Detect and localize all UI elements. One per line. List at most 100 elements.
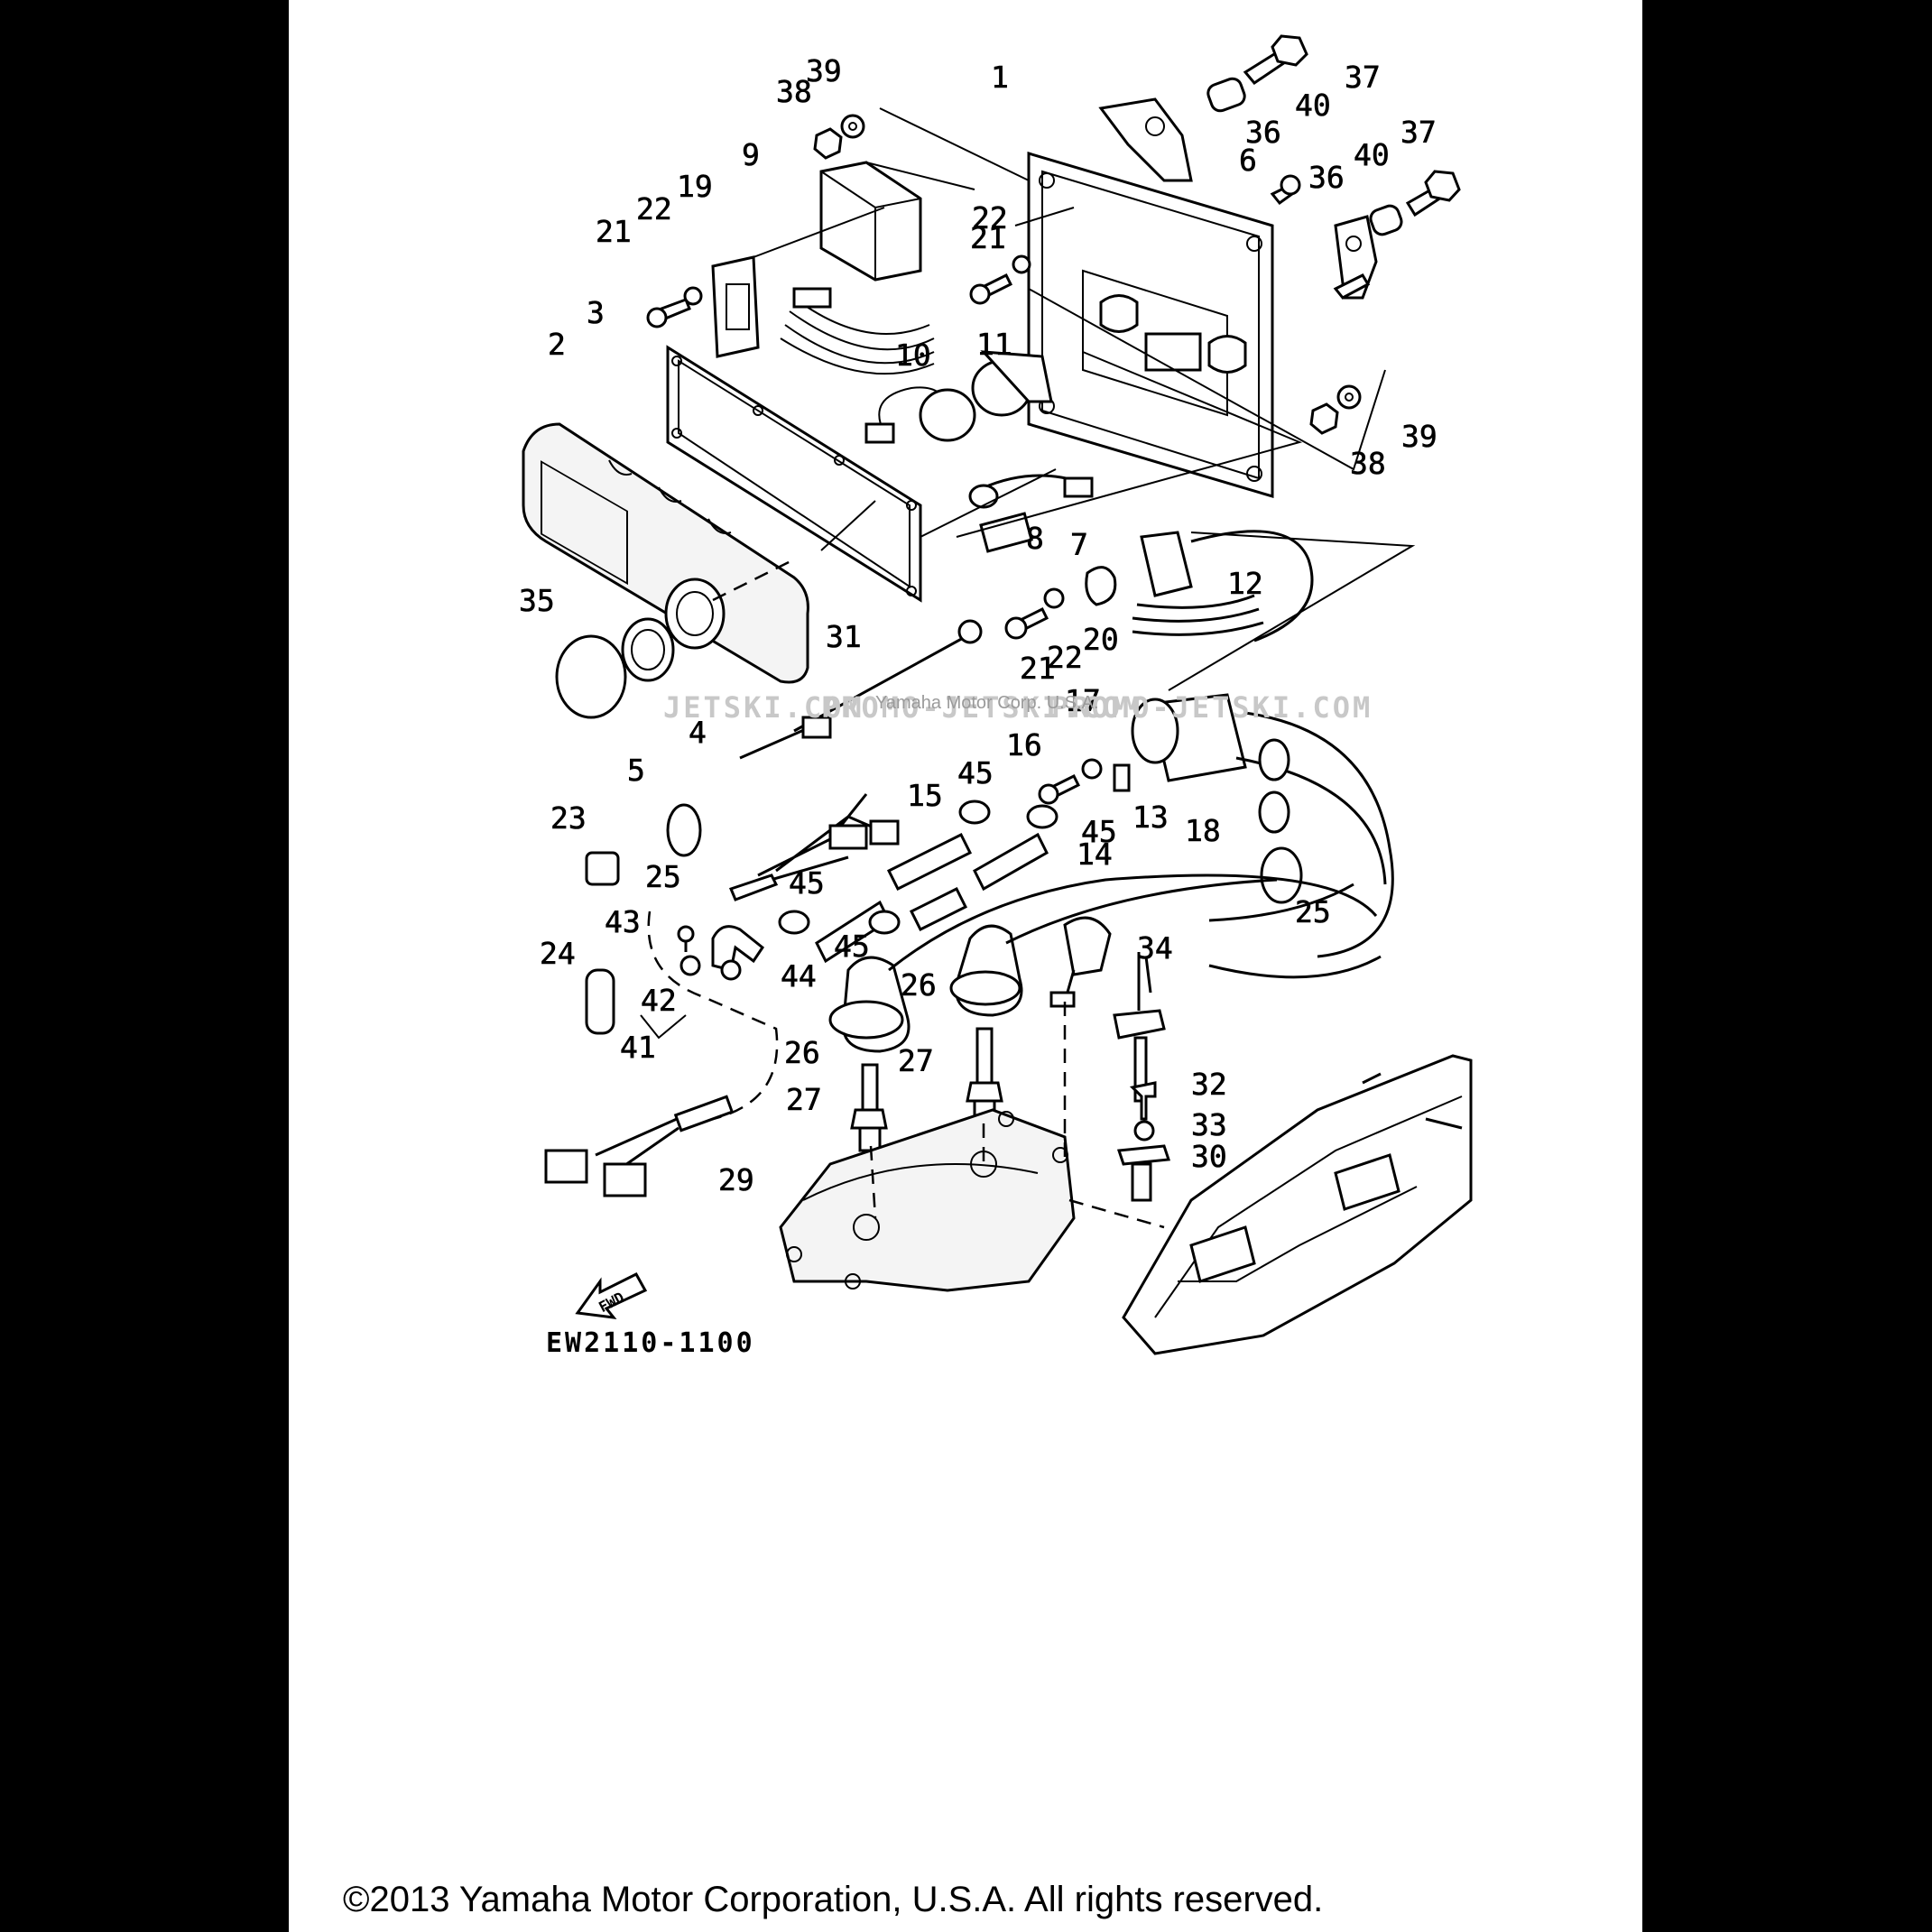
callout: 14: [1077, 837, 1113, 872]
watermark-left: JETSKI.COM: [663, 690, 864, 725]
clip-43: [677, 925, 695, 952]
callout: 5: [627, 753, 645, 788]
battery-unit: [1131, 693, 1394, 958]
callout: 31: [826, 619, 862, 654]
callout: 13: [1132, 800, 1169, 835]
clamp-45-d: [868, 910, 901, 935]
clamp-20: [1085, 566, 1117, 606]
fwd-arrow: FWD: [575, 1272, 648, 1319]
callout: 2: [548, 327, 566, 362]
tube-15: [886, 832, 973, 892]
grommet-18-upper: [1258, 738, 1290, 781]
collar-40-upper: [1206, 77, 1246, 113]
washer-33: [1133, 1120, 1155, 1142]
callout: 40: [1295, 88, 1331, 123]
callout: 38: [776, 74, 812, 109]
callout: 39: [1401, 419, 1437, 454]
clamp-45-b: [1026, 804, 1058, 829]
callout: 24: [540, 936, 576, 971]
coil-10: [864, 386, 976, 444]
callout: 21: [1020, 651, 1056, 686]
callout: 6: [1239, 143, 1257, 178]
screw-6: [1270, 174, 1301, 206]
washer-39-upper: [840, 114, 865, 139]
washer-22-lower: [1043, 587, 1065, 609]
nut-38-upper: [813, 127, 843, 160]
callout: 9: [742, 137, 760, 172]
bolt-37-right: [1405, 170, 1461, 217]
callout: 37: [1400, 115, 1437, 150]
seal: [621, 617, 675, 682]
electrical-box-housing: [1027, 151, 1274, 499]
plug-cap-26-left: [828, 956, 911, 1053]
screw-21-upper-left: [646, 298, 691, 328]
callout: 41: [620, 1030, 656, 1065]
screw-bracket-lower: [1333, 273, 1371, 300]
clamp-25-left: [666, 803, 702, 857]
nut-38-lower: [1309, 402, 1339, 435]
screw-16: [1038, 773, 1081, 805]
grommet-42b: [720, 959, 742, 981]
callout: 43: [605, 904, 641, 939]
callout: 40: [1354, 137, 1390, 172]
wire-harness: [728, 793, 900, 901]
callout: 3: [587, 295, 605, 330]
callout: 38: [1350, 446, 1386, 481]
watermark-center: PROMO-JETSKI.COM: [821, 690, 1142, 725]
callout: 45: [957, 755, 994, 790]
sensor-34: [1049, 916, 1112, 1008]
callout: 15: [907, 778, 943, 813]
callout: 45: [1081, 814, 1117, 849]
callout: 18: [1185, 813, 1221, 848]
bracket-44: [711, 925, 765, 972]
collar-40-right: [1369, 204, 1403, 236]
clamp-45-c: [778, 910, 810, 935]
starter-relay: [1132, 530, 1314, 642]
callout: 44: [781, 958, 817, 994]
grommet-42: [679, 955, 701, 976]
watermark: JETSKI.COM PROMO-JETSKI.COM PROMO-JETSKI…: [663, 690, 1370, 725]
clip-23: [585, 851, 620, 886]
callout: 22: [972, 200, 1008, 236]
callout: 8: [1026, 521, 1044, 556]
clamp-45-a: [958, 800, 991, 825]
drawing-code: EW2110-1100: [546, 1327, 755, 1359]
callout: 45: [834, 929, 870, 964]
callout: 4: [689, 715, 707, 750]
callout: 27: [898, 1043, 934, 1078]
callout: 7: [1070, 527, 1088, 562]
callout: 34: [1137, 930, 1173, 966]
cylinder-head: [779, 1108, 1076, 1292]
callout: 36: [1308, 160, 1345, 195]
callout: 26: [901, 967, 937, 1003]
callout: 32: [1191, 1067, 1227, 1102]
washer-22-upper-mid: [1012, 254, 1031, 274]
sender-30: [1116, 1144, 1171, 1202]
copyright-notice: ©2013 Yamaha Motor Corporation, U.S.A. A…: [343, 1880, 1324, 1919]
bolt-37-upper: [1243, 34, 1308, 86]
watermark-overlay: Yamaha Motor Corp. U.S.A.: [875, 693, 1099, 713]
bracket-19: [711, 255, 760, 358]
callout: 1: [991, 60, 1009, 95]
callout: 16: [1006, 727, 1042, 763]
callout: 25: [645, 859, 681, 894]
gasket: [666, 345, 922, 603]
parts-diagram: FWD 1 2 3 4 5 6 7 8 9 10 11 12 13: [519, 34, 1473, 1359]
callout: 21: [596, 214, 632, 249]
bracket-8: [979, 512, 1033, 553]
leader-lines: [640, 107, 1416, 1229]
callout: 22: [1047, 640, 1083, 675]
spark-plug-27-right: [966, 1027, 1003, 1125]
callout: 36: [1245, 115, 1281, 150]
callout: 21: [970, 220, 1006, 255]
callout: 30: [1191, 1139, 1227, 1174]
spark-plug-27-left: [850, 1063, 888, 1152]
callout: 39: [806, 53, 842, 88]
washer-22-upper-left: [683, 286, 703, 306]
callout: 17: [1065, 683, 1101, 718]
screw-21-lower: [1004, 606, 1049, 640]
mount-bracket-right: [1334, 215, 1378, 300]
callout: 27: [786, 1082, 822, 1117]
callout: 25: [1295, 894, 1331, 929]
diagram-sheet: FWD 1 2 3 4 5 6 7 8 9 10 11 12 13: [289, 0, 1642, 1932]
